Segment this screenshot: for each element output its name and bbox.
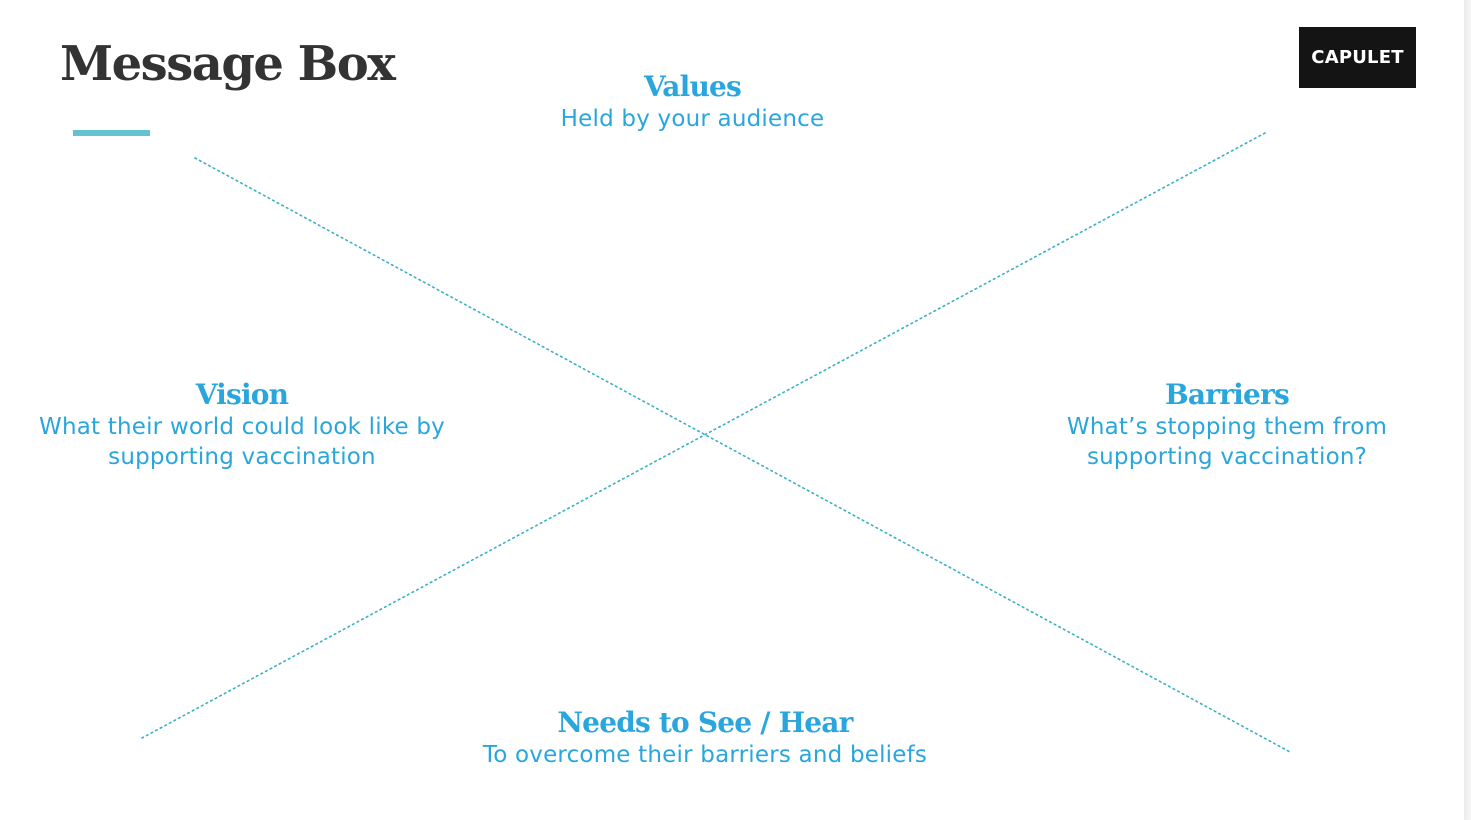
title-underline	[73, 130, 150, 136]
barriers-description: What’s stopping them from supporting vac…	[1066, 414, 1388, 470]
logo-text: CAPULET	[1311, 47, 1404, 68]
values-description: Held by your audience	[560, 106, 825, 132]
needs-heading: Needs to See / Hear	[557, 706, 853, 739]
diagonal-line-bottom-left-to-top-right	[141, 132, 1266, 739]
needs-section: Needs to See / Hear To overcome their ba…	[430, 706, 980, 770]
vision-description: What their world could look like by supp…	[39, 414, 445, 470]
capulet-logo: CAPULET	[1299, 27, 1416, 88]
values-heading: Values	[643, 70, 742, 103]
vision-heading: Vision	[195, 378, 289, 411]
diagonal-line-top-left-to-bottom-right	[194, 157, 1291, 753]
barriers-section: Barriers What’s stopping them from suppo…	[1012, 378, 1442, 472]
window-edge	[1464, 0, 1471, 820]
barriers-heading: Barriers	[1165, 378, 1290, 411]
values-section: Values Held by your audience	[480, 70, 905, 134]
vision-section: Vision What their world could look like …	[10, 378, 474, 472]
needs-description: To overcome their barriers and beliefs	[482, 742, 928, 768]
page-title: Message Box	[60, 36, 396, 92]
